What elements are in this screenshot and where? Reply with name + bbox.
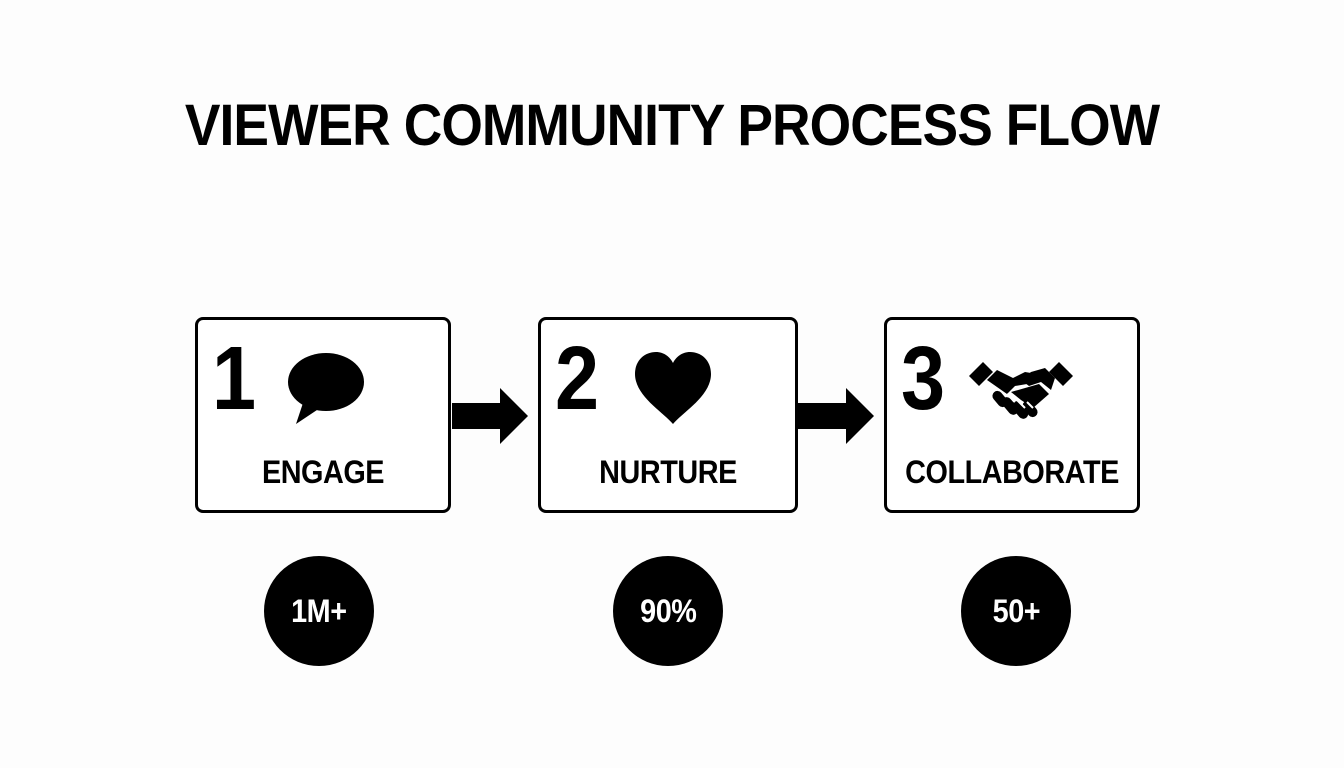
- metric-badge: 50+: [961, 556, 1071, 666]
- metric-value: 1M+: [291, 592, 347, 629]
- metric-badge: 1M+: [264, 556, 374, 666]
- metric-value: 90%: [639, 592, 697, 629]
- metric-badge: 90%: [613, 556, 723, 666]
- step-number: 3: [901, 329, 946, 429]
- speech-bubble-icon: [286, 350, 366, 431]
- flow-arrow: [452, 388, 528, 449]
- step-number: 2: [555, 329, 600, 429]
- step-engage-box: 1 ENGAGE: [195, 317, 451, 513]
- step-collaborate-box: 3 COLLABORATE: [884, 317, 1140, 513]
- handshake-icon: [967, 356, 1075, 429]
- step-number: 1: [212, 329, 257, 429]
- diagram-title: VIEWER COMMUNITY PROCESS FLOW: [184, 93, 1160, 158]
- flow-arrow: [798, 388, 874, 449]
- heart-icon: [633, 350, 713, 431]
- step-label: ENGAGE: [261, 454, 385, 490]
- step-nurture-box: 2 NURTURE: [538, 317, 798, 513]
- step-label: COLLABORATE: [905, 454, 1119, 490]
- metric-value: 50+: [992, 592, 1040, 629]
- step-label: NURTURE: [599, 454, 737, 490]
